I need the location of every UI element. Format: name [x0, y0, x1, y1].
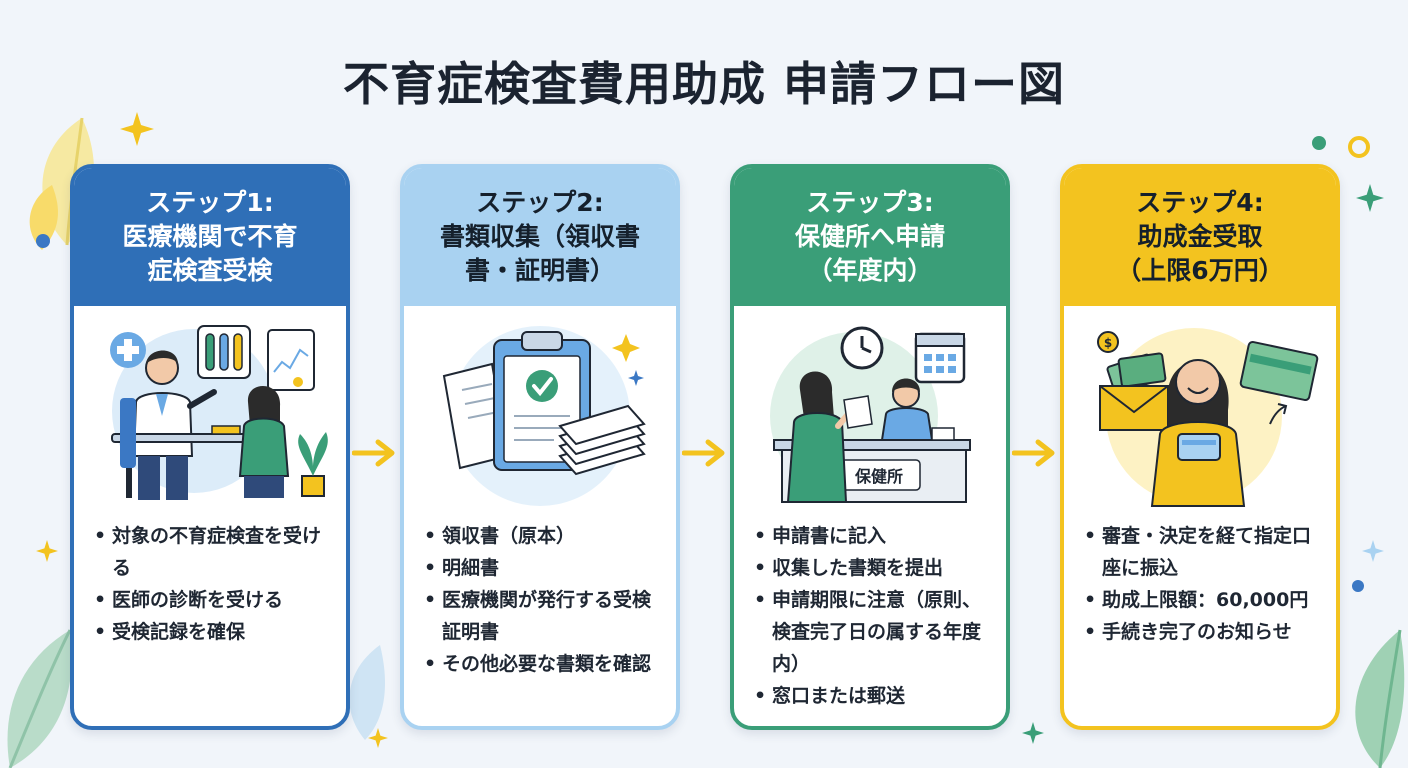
list-item: 手続き完了のお知らせ [1084, 616, 1322, 648]
sparkle-icon [1362, 540, 1384, 562]
step-heading: ステップ3: 保健所へ申請 （年度内） [734, 168, 1006, 306]
step-number: ステップ3: [806, 188, 934, 217]
list-item: 審査・決定を経て指定口座に振込 [1084, 520, 1322, 584]
medical-cross-icon [110, 332, 146, 368]
step-item-list: 対象の不育症検査を受ける 医師の診断を受ける 受検記録を確保 [94, 520, 332, 648]
calendar-icon [914, 332, 966, 384]
chart-board-icon [267, 329, 315, 391]
sparkle-icon [120, 112, 154, 146]
money-envelope-icon [1099, 352, 1169, 431]
sparkle-icon [628, 370, 644, 386]
step-item-list: 領収書（原本） 明細書 医療機関が発行する受検証明書 その他必要な書類を確認 [424, 520, 662, 680]
leaf-decoration-bottom-mid-icon [349, 645, 385, 740]
svg-text:$: $ [1104, 336, 1112, 350]
page-title: 不育症検査費用助成 申請フロー図 [342, 57, 1065, 111]
woman-smiling-icon [1150, 359, 1246, 507]
list-item: 助成上限額：60,000円 [1084, 584, 1322, 616]
clock-icon [840, 326, 884, 370]
arrow-right-icon [1012, 439, 1055, 467]
list-item: 申請書に記入 [754, 520, 992, 552]
counter-sign: 保健所 [854, 467, 903, 486]
coin-icon: $ [1097, 331, 1119, 353]
list-item: 申請期限に注意（原則、検査完了日の属する年度内） [754, 584, 992, 680]
clerk-icon [880, 378, 934, 441]
test-tubes-icon [197, 325, 251, 379]
list-item: 収集した書類を提出 [754, 552, 992, 584]
bank-card-icon [1239, 340, 1319, 425]
step-title-line: 医療機関で不育 [122, 222, 298, 251]
step-card-1: ステップ1: 医療機関で不育 症検査受検 [70, 164, 350, 730]
step-number: ステップ2: [476, 188, 604, 217]
illustration-health-center: 保健所 [770, 326, 971, 503]
illustration-documents [442, 326, 646, 506]
step-title-line: （年度内） [807, 256, 933, 285]
list-item: 窓口または郵送 [754, 680, 992, 712]
sparkle-icon [36, 540, 58, 562]
dot-icon [36, 234, 50, 248]
step-title-line: 症検査受検 [147, 256, 273, 285]
list-item: 領収書（原本） [424, 520, 662, 552]
sparkle-icon [368, 728, 388, 748]
step-number: ステップ1: [146, 188, 274, 217]
step-card-3: ステップ3: 保健所へ申請 （年度内） 保健所 [730, 164, 1010, 730]
dot-icon [1312, 136, 1326, 150]
step-heading: ステップ2: 書類収集（領収書 書・証明書） [404, 168, 676, 306]
list-item: 対象の不育症検査を受ける [94, 520, 332, 584]
illustration-medical-exam [110, 325, 328, 500]
step-item-list: 審査・決定を経て指定口座に振込 助成上限額：60,000円 手続き完了のお知らせ [1084, 520, 1322, 648]
step-title-line: 保健所へ申請 [794, 222, 945, 251]
list-item: 受検記録を確保 [94, 616, 332, 648]
sparkle-icon [1356, 184, 1384, 212]
applicant-icon [786, 371, 873, 503]
leaf-decoration-bottom-right-icon [1355, 629, 1405, 768]
arrow-right-icon [682, 439, 725, 467]
step-item-list: 申請書に記入 収集した書類を提出 申請期限に注意（原則、検査完了日の属する年度内… [754, 520, 992, 712]
ring-icon [1348, 136, 1370, 158]
sparkle-icon [612, 334, 640, 362]
list-item: 医師の診断を受ける [94, 584, 332, 616]
step-card-4: ステップ4: 助成金受取 （上限6万円） $ 審査・決定を経て指 [1060, 164, 1340, 730]
list-item: 医療機関が発行する受検証明書 [424, 584, 662, 648]
step-title-line: 助成金受取 [1137, 222, 1263, 251]
step-title-line: 書類収集（領収書 [439, 222, 640, 251]
arrow-right-icon [352, 439, 395, 467]
patient-icon [238, 385, 290, 498]
illustration-receive-grant: $ [1097, 328, 1319, 507]
list-item: 明細書 [424, 552, 662, 584]
sparkle-icon [1022, 722, 1044, 744]
step-title-line: （上限6万円） [1116, 256, 1284, 285]
dot-icon [1352, 580, 1364, 592]
paper-stack-icon [558, 404, 646, 476]
leaf-decoration-bottom-left-icon [7, 629, 72, 768]
list-item: その他必要な書類を確認 [424, 648, 662, 680]
step-title-line: 書・証明書） [464, 256, 615, 285]
step-heading: ステップ1: 医療機関で不育 症検査受検 [74, 168, 346, 306]
step-heading: ステップ4: 助成金受取 （上限6万円） [1064, 168, 1336, 306]
plant-icon [298, 432, 328, 497]
step-card-2: ステップ2: 書類収集（領収書 書・証明書） [400, 164, 680, 730]
step-number: ステップ4: [1136, 188, 1264, 217]
